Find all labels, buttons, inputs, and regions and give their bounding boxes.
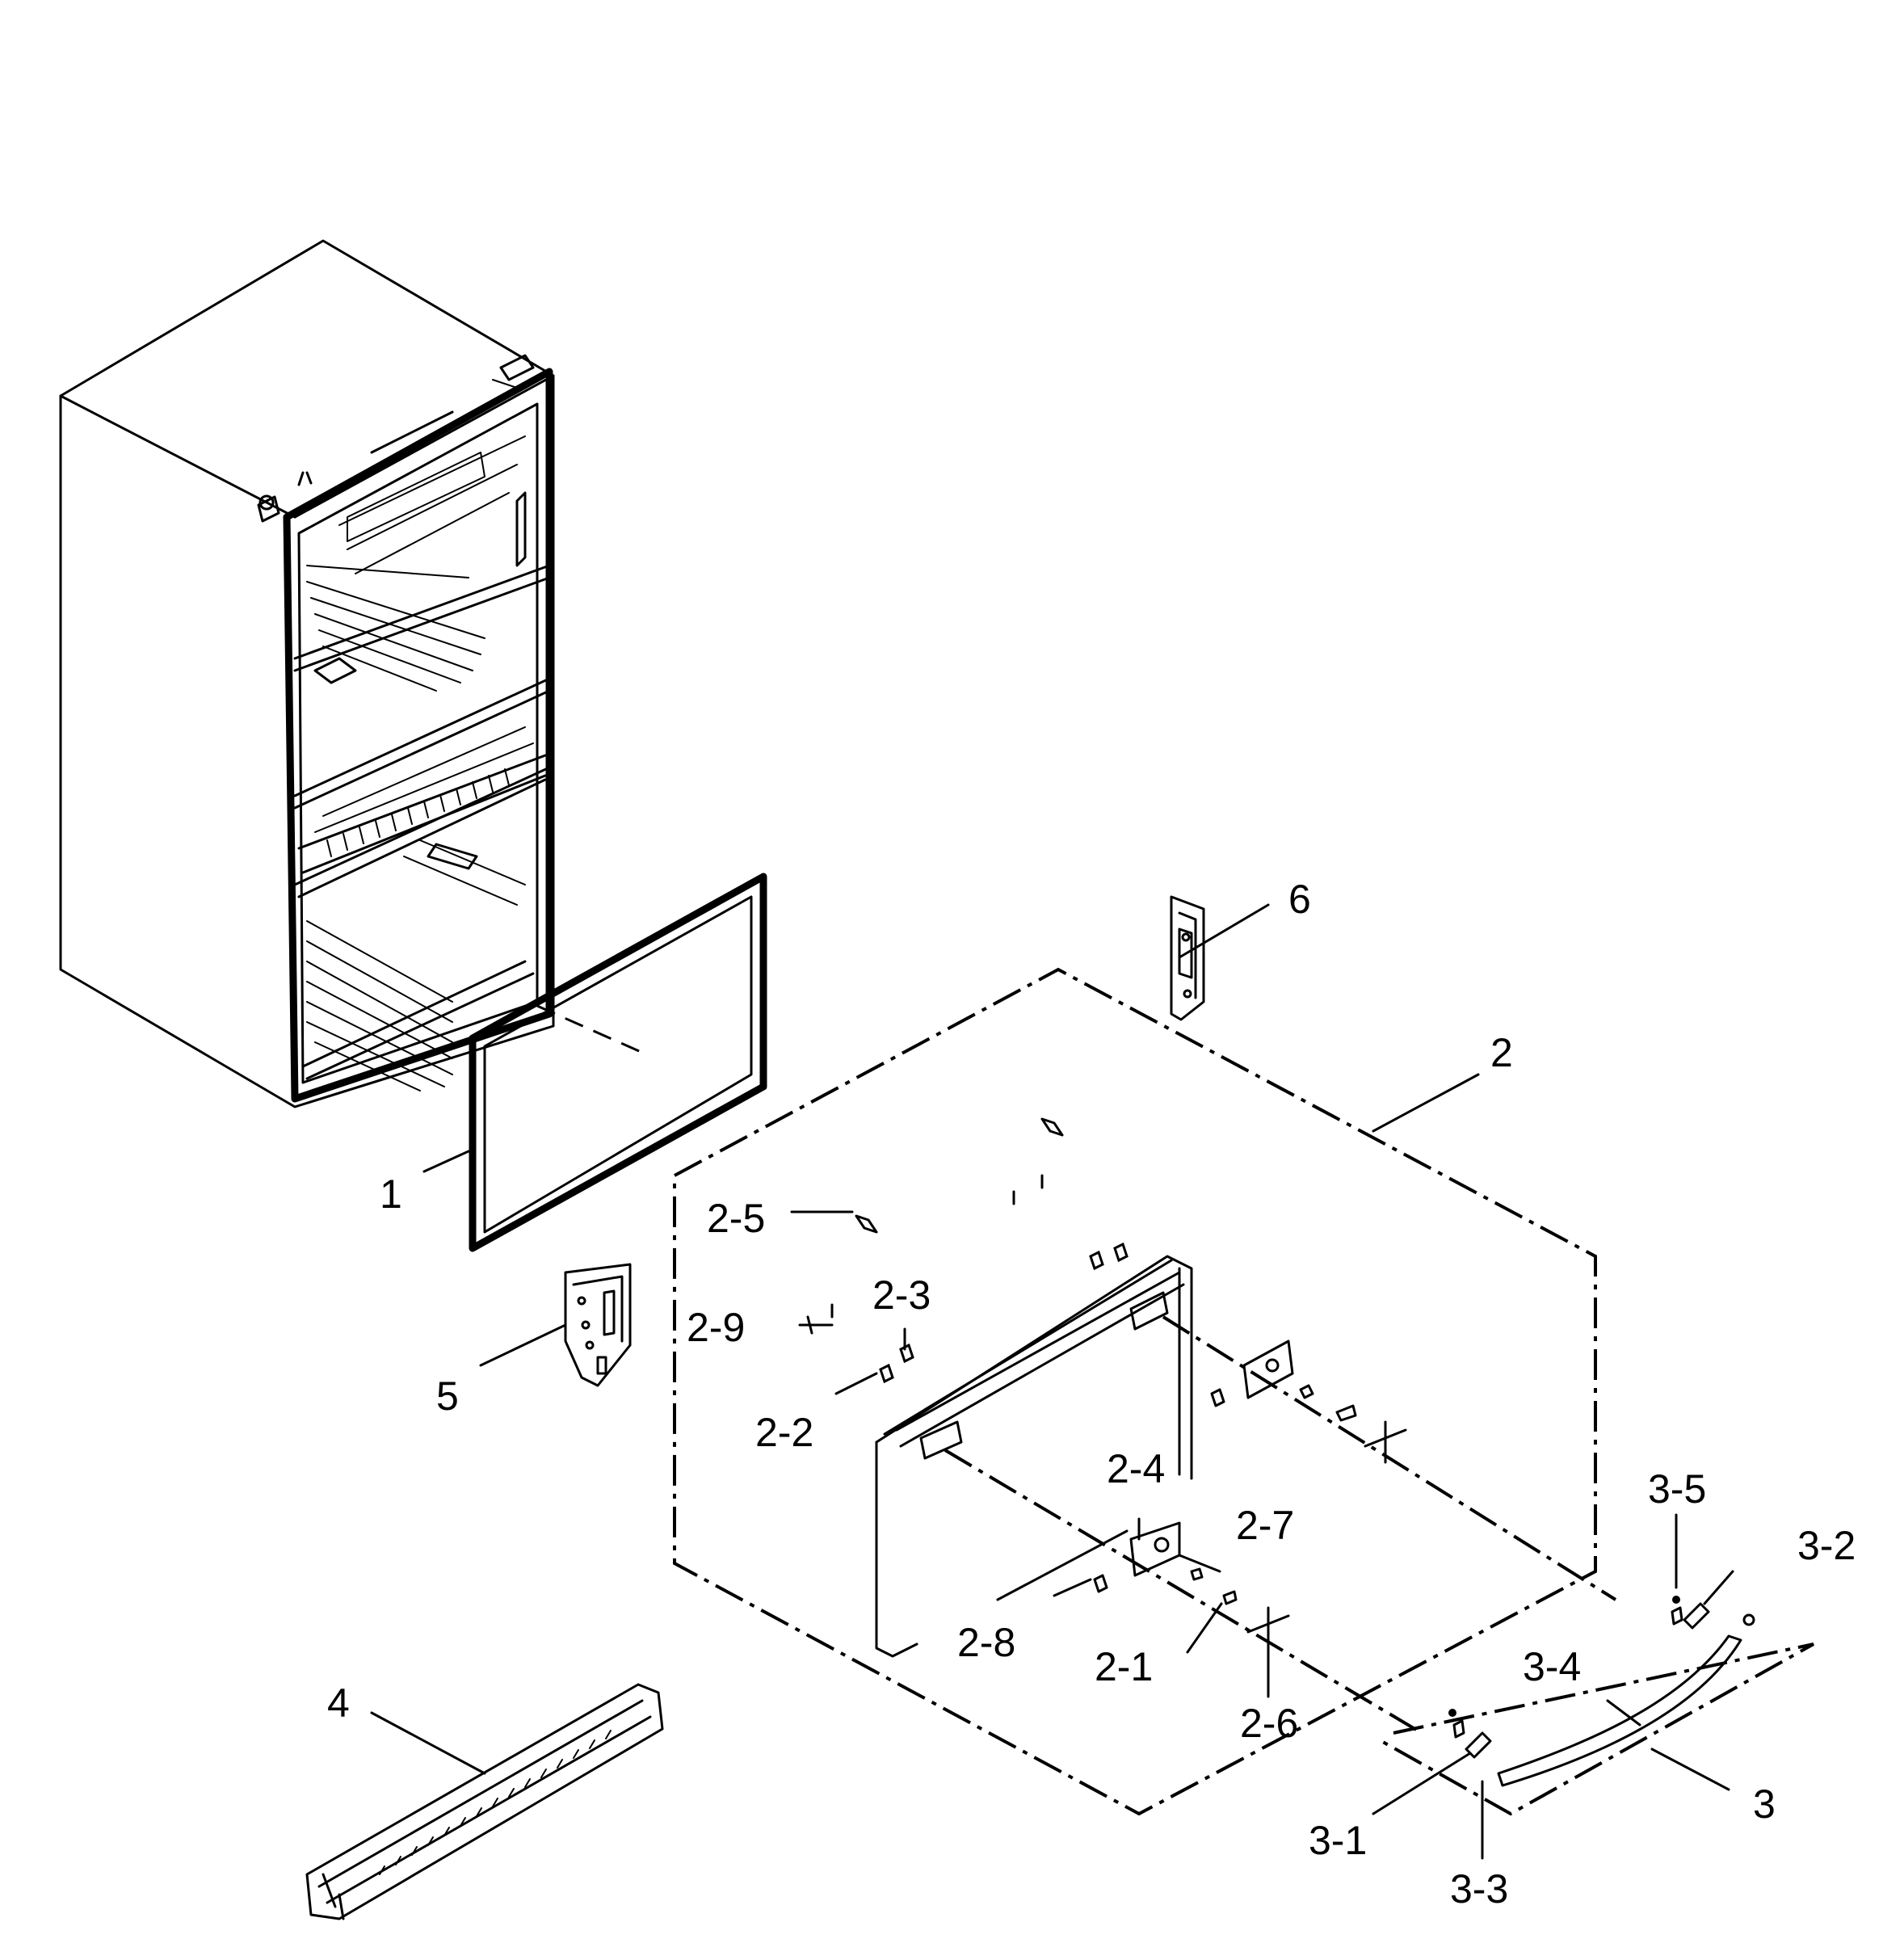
hinge-bracket-right-icon [1170,895,1205,1021]
callout-3-2: 3-2 [1797,1523,1856,1568]
callout-3-5: 3-5 [1648,1466,1706,1512]
callout-2: 2 [1490,1030,1513,1075]
callout-6: 6 [1288,877,1311,922]
door-bin-icon [305,1683,664,1920]
callout-2-1: 2-1 [1095,1644,1153,1689]
door-gasket-icon [469,873,767,1252]
callout-2-9: 2-9 [687,1305,745,1350]
callout-2-7: 2-7 [1236,1503,1294,1548]
hinge-bracket-left-icon [564,1263,632,1387]
callout-2-6: 2-6 [1240,1701,1298,1746]
callout-labels: 1 2 2-1 2-2 2-3 2-4 2-5 2-6 2-7 2-8 2-9 … [327,877,1856,1912]
drawer-handle-icon [1497,1613,1755,1787]
leader-lines [370,903,1734,1860]
callout-3-4: 3-4 [1523,1644,1581,1689]
freezer-drawer-assembly-icon [673,967,1814,1816]
callout-1: 1 [380,1171,402,1217]
callout-2-5: 2-5 [707,1196,765,1241]
callout-5: 5 [436,1373,459,1419]
callout-3: 3 [1753,1781,1776,1827]
callout-3-3: 3-3 [1450,1866,1508,1912]
callout-2-4: 2-4 [1107,1446,1165,1491]
callout-2-8: 2-8 [957,1620,1015,1665]
refrigerator-cabinet-icon [59,239,555,1108]
callout-2-2: 2-2 [755,1410,813,1455]
callout-3-1: 3-1 [1309,1818,1367,1863]
callout-2-3: 2-3 [872,1272,931,1318]
callout-4: 4 [327,1680,350,1726]
